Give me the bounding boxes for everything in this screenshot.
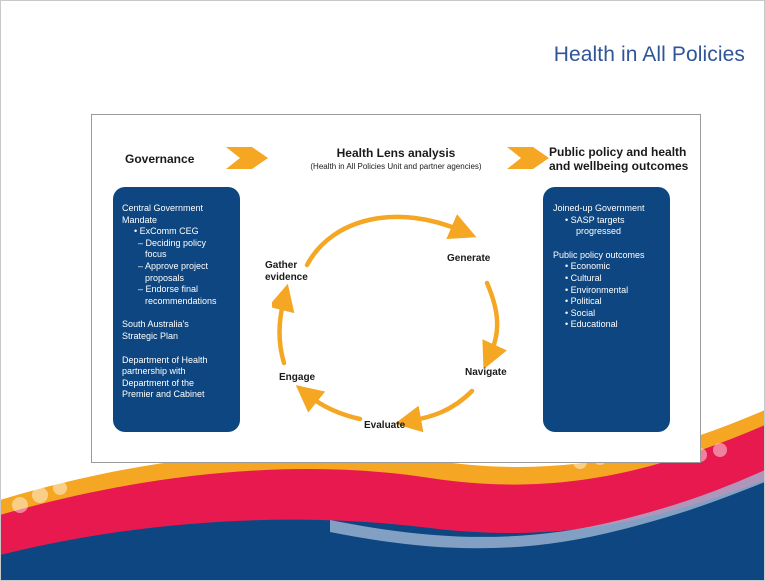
outcomes-bullet: • Educational xyxy=(565,319,618,330)
governance-subitem: – Deciding policy xyxy=(138,237,207,248)
outcomes-box: Joined-up Government • SASP targets prog… xyxy=(543,187,670,432)
cycle-diagram xyxy=(272,214,507,433)
chevron-arrow-icon xyxy=(507,147,549,169)
outcomes-bullet: • Social xyxy=(565,307,596,318)
wave-light-band xyxy=(330,470,765,549)
cycle-arrow-engage-gather xyxy=(272,283,295,366)
governance-heading: Governance xyxy=(125,152,195,166)
analysis-heading: Health Lens analysis (Health in All Poli… xyxy=(92,146,700,171)
outcomes-bullet: • Cultural xyxy=(565,272,602,283)
cycle-step-gather-line1: Gather xyxy=(265,260,298,271)
cycle-arrow-generate-navigate xyxy=(482,280,507,370)
diagram-panel: Governance Health Lens analysis (Health … xyxy=(91,114,701,463)
outcomes-text: Public policy outcomes xyxy=(553,249,645,260)
outcomes-heading: Public policy and health and wellbeing o… xyxy=(549,145,699,173)
cycle-step-evaluate: Evaluate xyxy=(364,420,406,431)
slide-title: Health in All Policies xyxy=(553,43,745,66)
governance-text: Premier and Cabinet xyxy=(122,389,205,400)
governance-text: Strategic Plan xyxy=(122,330,179,341)
outcomes-heading-line1: Public policy and health xyxy=(549,145,687,159)
outcomes-bullet-cont: progressed xyxy=(576,226,622,237)
governance-text: Mandate xyxy=(122,214,158,225)
governance-subitem: – Approve project xyxy=(138,260,209,271)
cycle-arrow-gather-generate xyxy=(304,214,477,268)
governance-text: Central Government xyxy=(122,203,204,213)
governance-subitem: focus xyxy=(145,249,167,260)
outcomes-bullet: • SASP targets xyxy=(565,214,625,225)
governance-bullet: • ExComm CEG xyxy=(134,226,199,237)
outcomes-text: Joined-up Government xyxy=(553,203,645,213)
governance-box: Central Government Mandate • ExComm CEG … xyxy=(113,187,240,432)
governance-text: Department of the xyxy=(122,377,195,388)
wave-yellow-band xyxy=(0,410,765,520)
governance-subitem: recommendations xyxy=(145,295,217,306)
outcomes-bullet: • Political xyxy=(565,296,602,307)
outcomes-bullet: • Economic xyxy=(565,261,611,272)
outcomes-heading-line2: and wellbeing outcomes xyxy=(549,159,689,173)
analysis-subtitle: (Health in All Policies Unit and partner… xyxy=(310,162,482,171)
cycle-arrow-navigate-evaluate xyxy=(394,388,475,433)
governance-subitem: – Endorse final xyxy=(138,284,199,295)
cycle-step-gather-line2: evidence xyxy=(265,272,308,283)
outcomes-bullet: • Environmental xyxy=(565,284,629,295)
cycle-step-gather-evidence: Gather evidence xyxy=(265,260,308,284)
governance-text: partnership with xyxy=(122,366,186,377)
cycle-step-engage: Engage xyxy=(279,372,316,383)
cycle-step-navigate: Navigate xyxy=(465,367,507,378)
governance-text: South Australia's xyxy=(122,319,189,330)
cycle-arrow-evaluate-engage xyxy=(295,385,363,422)
analysis-title: Health Lens analysis xyxy=(336,146,456,160)
governance-subitem: proposals xyxy=(145,272,185,283)
chevron-arrow-icon xyxy=(226,147,268,169)
cycle-step-generate: Generate xyxy=(447,253,491,264)
governance-text: Department of Health xyxy=(122,354,208,365)
